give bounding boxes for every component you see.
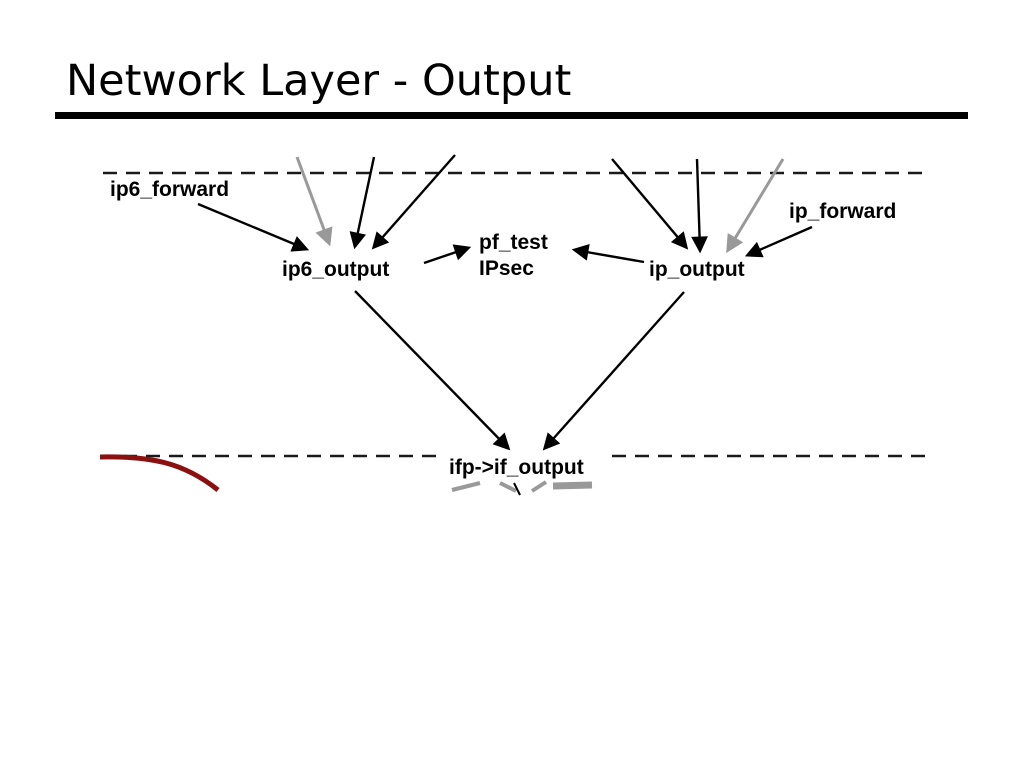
edge-upper-to-ip-output-1 (611, 158, 689, 250)
edge-ip-output-to-if-output (542, 291, 685, 451)
edge-ip6-output-to-if-output (354, 290, 511, 451)
artifact-gray-slash-3 (530, 480, 548, 493)
node-label-ip-forward: ip_forward (789, 200, 897, 223)
node-label-ip-output: ip_output (649, 258, 745, 281)
edge-upper-to-ip6-output-1 (349, 156, 376, 250)
artifact-black-tick (513, 482, 521, 496)
edge-upper-to-ip-output-gray (726, 158, 785, 254)
edge-ip-output-to-pf-test (571, 244, 645, 264)
title-underline (55, 112, 968, 119)
node-label-ip6-forward: ip6_forward (110, 178, 230, 201)
edge-upper-to-ip6-output-gray (295, 156, 333, 247)
node-label-ip6-output: ip6_output (282, 258, 390, 281)
node-label-if-output: ifp->if_output (449, 456, 584, 479)
edge-ip6-output-to-pf-test (423, 244, 472, 265)
node-label-ipsec: IPsec (479, 257, 534, 280)
slide-title: Network Layer - Output (66, 56, 572, 106)
edge-upper-to-ip6-output-2 (371, 154, 456, 250)
artifact-gray-bar (552, 481, 593, 490)
node-label-pf-test: pf_test (479, 231, 548, 254)
artifact-gray-slash-2 (499, 481, 517, 493)
edge-upper-to-ip-output-2 (691, 158, 708, 254)
edge-ip6-forward-to-ip6-output (197, 202, 310, 252)
red-annotation-curve (99, 454, 220, 492)
edge-ip-forward-to-ip-output (744, 225, 813, 258)
artifact-gray-slash-1 (451, 481, 481, 492)
